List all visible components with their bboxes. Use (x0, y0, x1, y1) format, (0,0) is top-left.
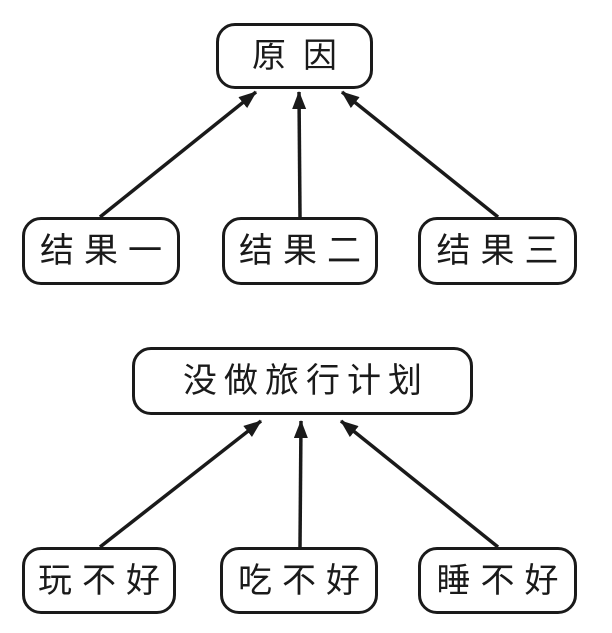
node-result-1-label: 结果一 (40, 231, 172, 271)
node-result-2: 结果二 (222, 217, 378, 285)
node-play-not-well: 玩不好 (22, 547, 176, 614)
node-cause-label: 原因 (252, 36, 354, 76)
arrow-result3-to-cause (340, 90, 500, 219)
node-cause: 原因 (216, 23, 373, 89)
arrow-result1-to-cause (98, 90, 258, 219)
arrow-eat-to-plan (293, 420, 308, 548)
arrow-result2-to-cause (292, 91, 307, 218)
arrow-sleep-to-plan (339, 419, 500, 549)
node-play-not-well-label: 玩不好 (38, 560, 170, 601)
node-result-1: 结果一 (22, 217, 180, 285)
node-result-3: 结果三 (418, 217, 577, 285)
node-sleep-not-well: 睡不好 (418, 547, 577, 614)
node-no-travel-plan: 没做旅行计划 (132, 347, 473, 415)
node-result-2-label: 结果二 (239, 231, 371, 271)
node-sleep-not-well-label: 睡不好 (436, 560, 569, 601)
arrow-play-to-plan (98, 419, 263, 549)
node-eat-not-well-label: 吃不好 (238, 560, 370, 601)
node-result-3-label: 结果三 (436, 231, 569, 271)
node-no-travel-plan-label: 没做旅行计划 (183, 361, 429, 401)
node-eat-not-well: 吃不好 (220, 547, 378, 614)
